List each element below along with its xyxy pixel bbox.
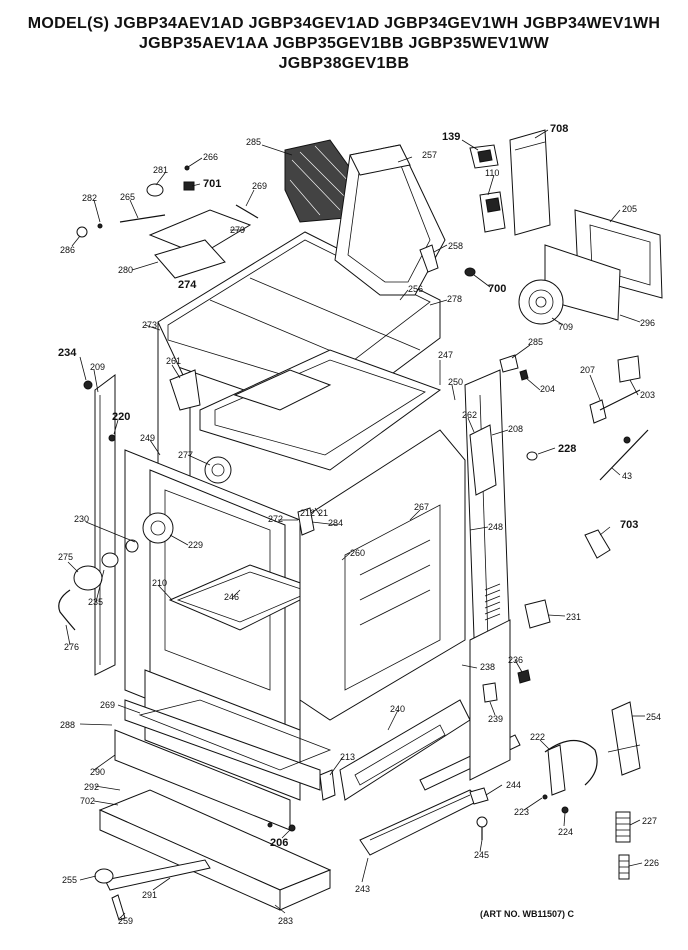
label-247: 247	[438, 350, 453, 360]
label-231: 231	[566, 612, 581, 622]
label-223: 223	[514, 807, 529, 817]
label-709: 709	[558, 322, 573, 332]
label-21: 21	[318, 508, 328, 518]
small-parts	[58, 354, 649, 884]
label-286: 286	[60, 245, 75, 255]
label-265: 265	[120, 192, 135, 202]
label-703: 703	[620, 519, 638, 531]
model-line-3: JGBP38GEV1BB	[278, 55, 410, 72]
label-296: 296	[640, 318, 655, 328]
label-292: 292	[84, 782, 99, 792]
label-220: 220	[112, 411, 130, 423]
model-line-2: JGBP35AEV1AA JGBP35GEV1BB JGBP35WEV1WW	[138, 35, 550, 52]
label-290: 290	[90, 767, 105, 777]
label-248: 248	[488, 522, 503, 532]
label-701: 701	[203, 178, 221, 190]
label-206: 206	[270, 837, 288, 849]
label-249: 249	[140, 433, 155, 443]
label-228: 228	[558, 443, 576, 455]
label-213: 213	[340, 752, 355, 762]
label-708: 708	[550, 123, 568, 135]
cabinet-drawing	[94, 231, 521, 921]
label-229: 229	[188, 540, 203, 550]
label-282: 282	[82, 193, 97, 203]
label-267: 267	[414, 502, 429, 512]
label-212: 212	[300, 508, 315, 518]
model-line-1: MODEL(S) JGBP34AEV1AD JGBP34GEV1AD JGBP3…	[27, 15, 661, 32]
label-227: 227	[642, 816, 657, 826]
label-208: 208	[508, 424, 523, 434]
label-256: 256	[408, 284, 423, 294]
label-110: 110	[485, 168, 499, 178]
label-285: 285	[246, 137, 261, 147]
label-238: 238	[480, 662, 495, 672]
label-205: 205	[622, 204, 637, 214]
label-281: 281	[153, 165, 168, 175]
label-207: 207	[580, 365, 595, 375]
label-260: 260	[350, 548, 365, 558]
label-269b: 269	[100, 700, 115, 710]
label-224: 224	[558, 827, 573, 837]
label-243: 243	[355, 884, 370, 894]
label-291: 291	[142, 890, 157, 900]
label-239: 239	[488, 714, 503, 724]
art-number: (ART NO. WB11507) C	[480, 909, 575, 919]
label-230: 230	[74, 514, 89, 524]
label-246: 246	[224, 592, 239, 602]
label-258: 258	[448, 241, 463, 251]
label-274: 274	[178, 279, 197, 291]
label-275: 275	[58, 552, 73, 562]
label-245: 245	[474, 850, 489, 860]
label-277: 277	[178, 450, 193, 460]
label-254: 254	[646, 712, 661, 722]
label-234: 234	[58, 347, 77, 359]
label-204: 204	[540, 384, 555, 394]
label-210: 210	[152, 578, 167, 588]
leader-lines	[65, 129, 645, 919]
label-250: 250	[448, 377, 463, 387]
label-255: 255	[62, 875, 77, 885]
label-276: 276	[64, 642, 79, 652]
label-283: 283	[278, 916, 293, 926]
part-labels: 285 266 281 701 269 257 139 708 110 282 …	[58, 123, 661, 926]
label-273: 273	[142, 320, 157, 330]
label-266: 266	[203, 152, 218, 162]
label-203: 203	[640, 390, 655, 400]
label-209: 209	[90, 362, 105, 372]
label-139: 139	[442, 131, 460, 143]
label-278: 278	[447, 294, 462, 304]
label-43: 43	[622, 471, 632, 481]
label-226: 226	[644, 858, 659, 868]
label-284: 284	[328, 518, 343, 528]
label-236: 236	[508, 655, 523, 665]
label-262: 262	[462, 410, 477, 420]
label-240: 240	[390, 704, 405, 714]
label-280: 280	[118, 265, 133, 275]
label-700: 700	[488, 283, 506, 295]
label-279: 279	[230, 225, 245, 235]
label-259: 259	[118, 916, 133, 926]
upper-components	[76, 129, 663, 325]
label-702: 702	[80, 796, 95, 806]
label-261: 261	[166, 356, 181, 366]
label-257: 257	[422, 150, 437, 160]
label-288: 288	[60, 720, 75, 730]
label-235: 235	[88, 597, 103, 607]
label-285b: 285	[528, 337, 543, 347]
label-244: 244	[506, 780, 521, 790]
label-222: 222	[530, 732, 545, 742]
label-269: 269	[252, 181, 267, 191]
label-272: 272	[268, 514, 283, 524]
model-header: MODEL(S) JGBP34AEV1AD JGBP34GEV1AD JGBP3…	[0, 14, 688, 74]
